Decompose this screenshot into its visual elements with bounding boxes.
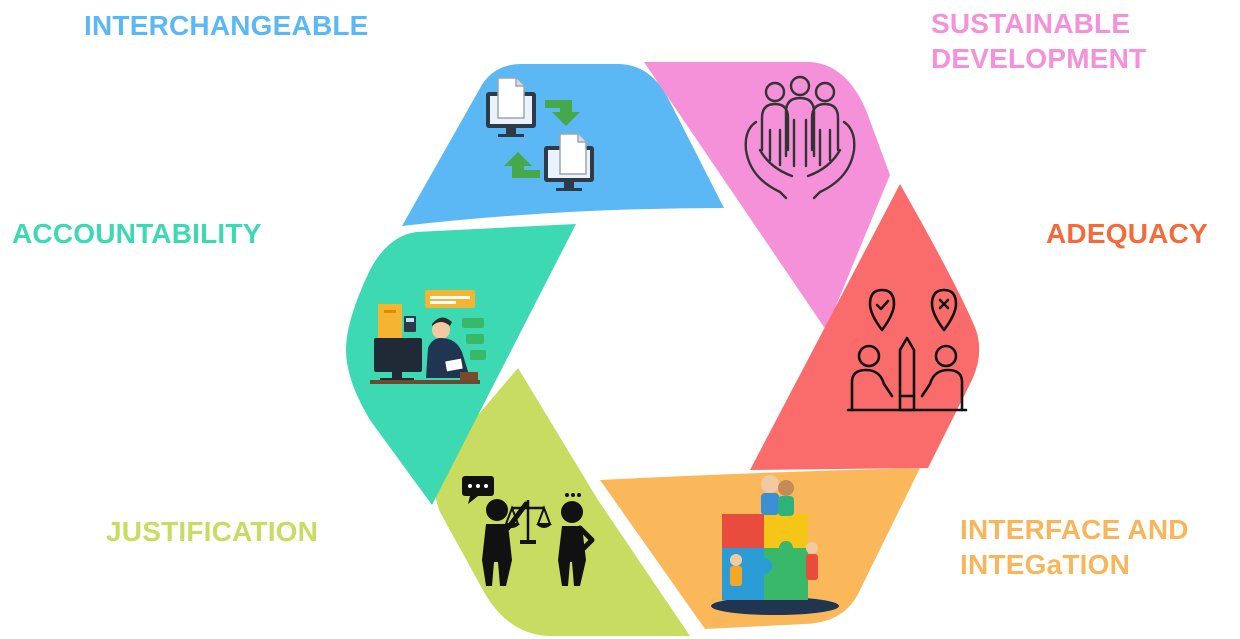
community-hands-icon [744,75,856,200]
label-interchangeable: INTERCHANGEABLE [84,10,369,41]
label-interface-and-integation: INTERFACE AND INTEGaTION [960,514,1189,580]
segment-justification [434,368,690,636]
label-adequacy: ADEQUACY [1046,218,1208,249]
segment-sustainable [644,62,890,330]
justice-scale-icon [462,476,595,586]
label-accountability: ACCOUNTABILITY [12,218,262,249]
file-exchange-computers-icon [486,77,594,191]
label-sustainable-development: SUSTAINABLE DEVELOPMENT [931,8,1147,74]
team-puzzle-icon [711,475,839,615]
label-justification: JUSTIFICATION [106,516,319,547]
segment-adequacy [750,184,980,470]
decision-people-icon [846,288,968,412]
accountant-desk-icon [370,290,486,384]
